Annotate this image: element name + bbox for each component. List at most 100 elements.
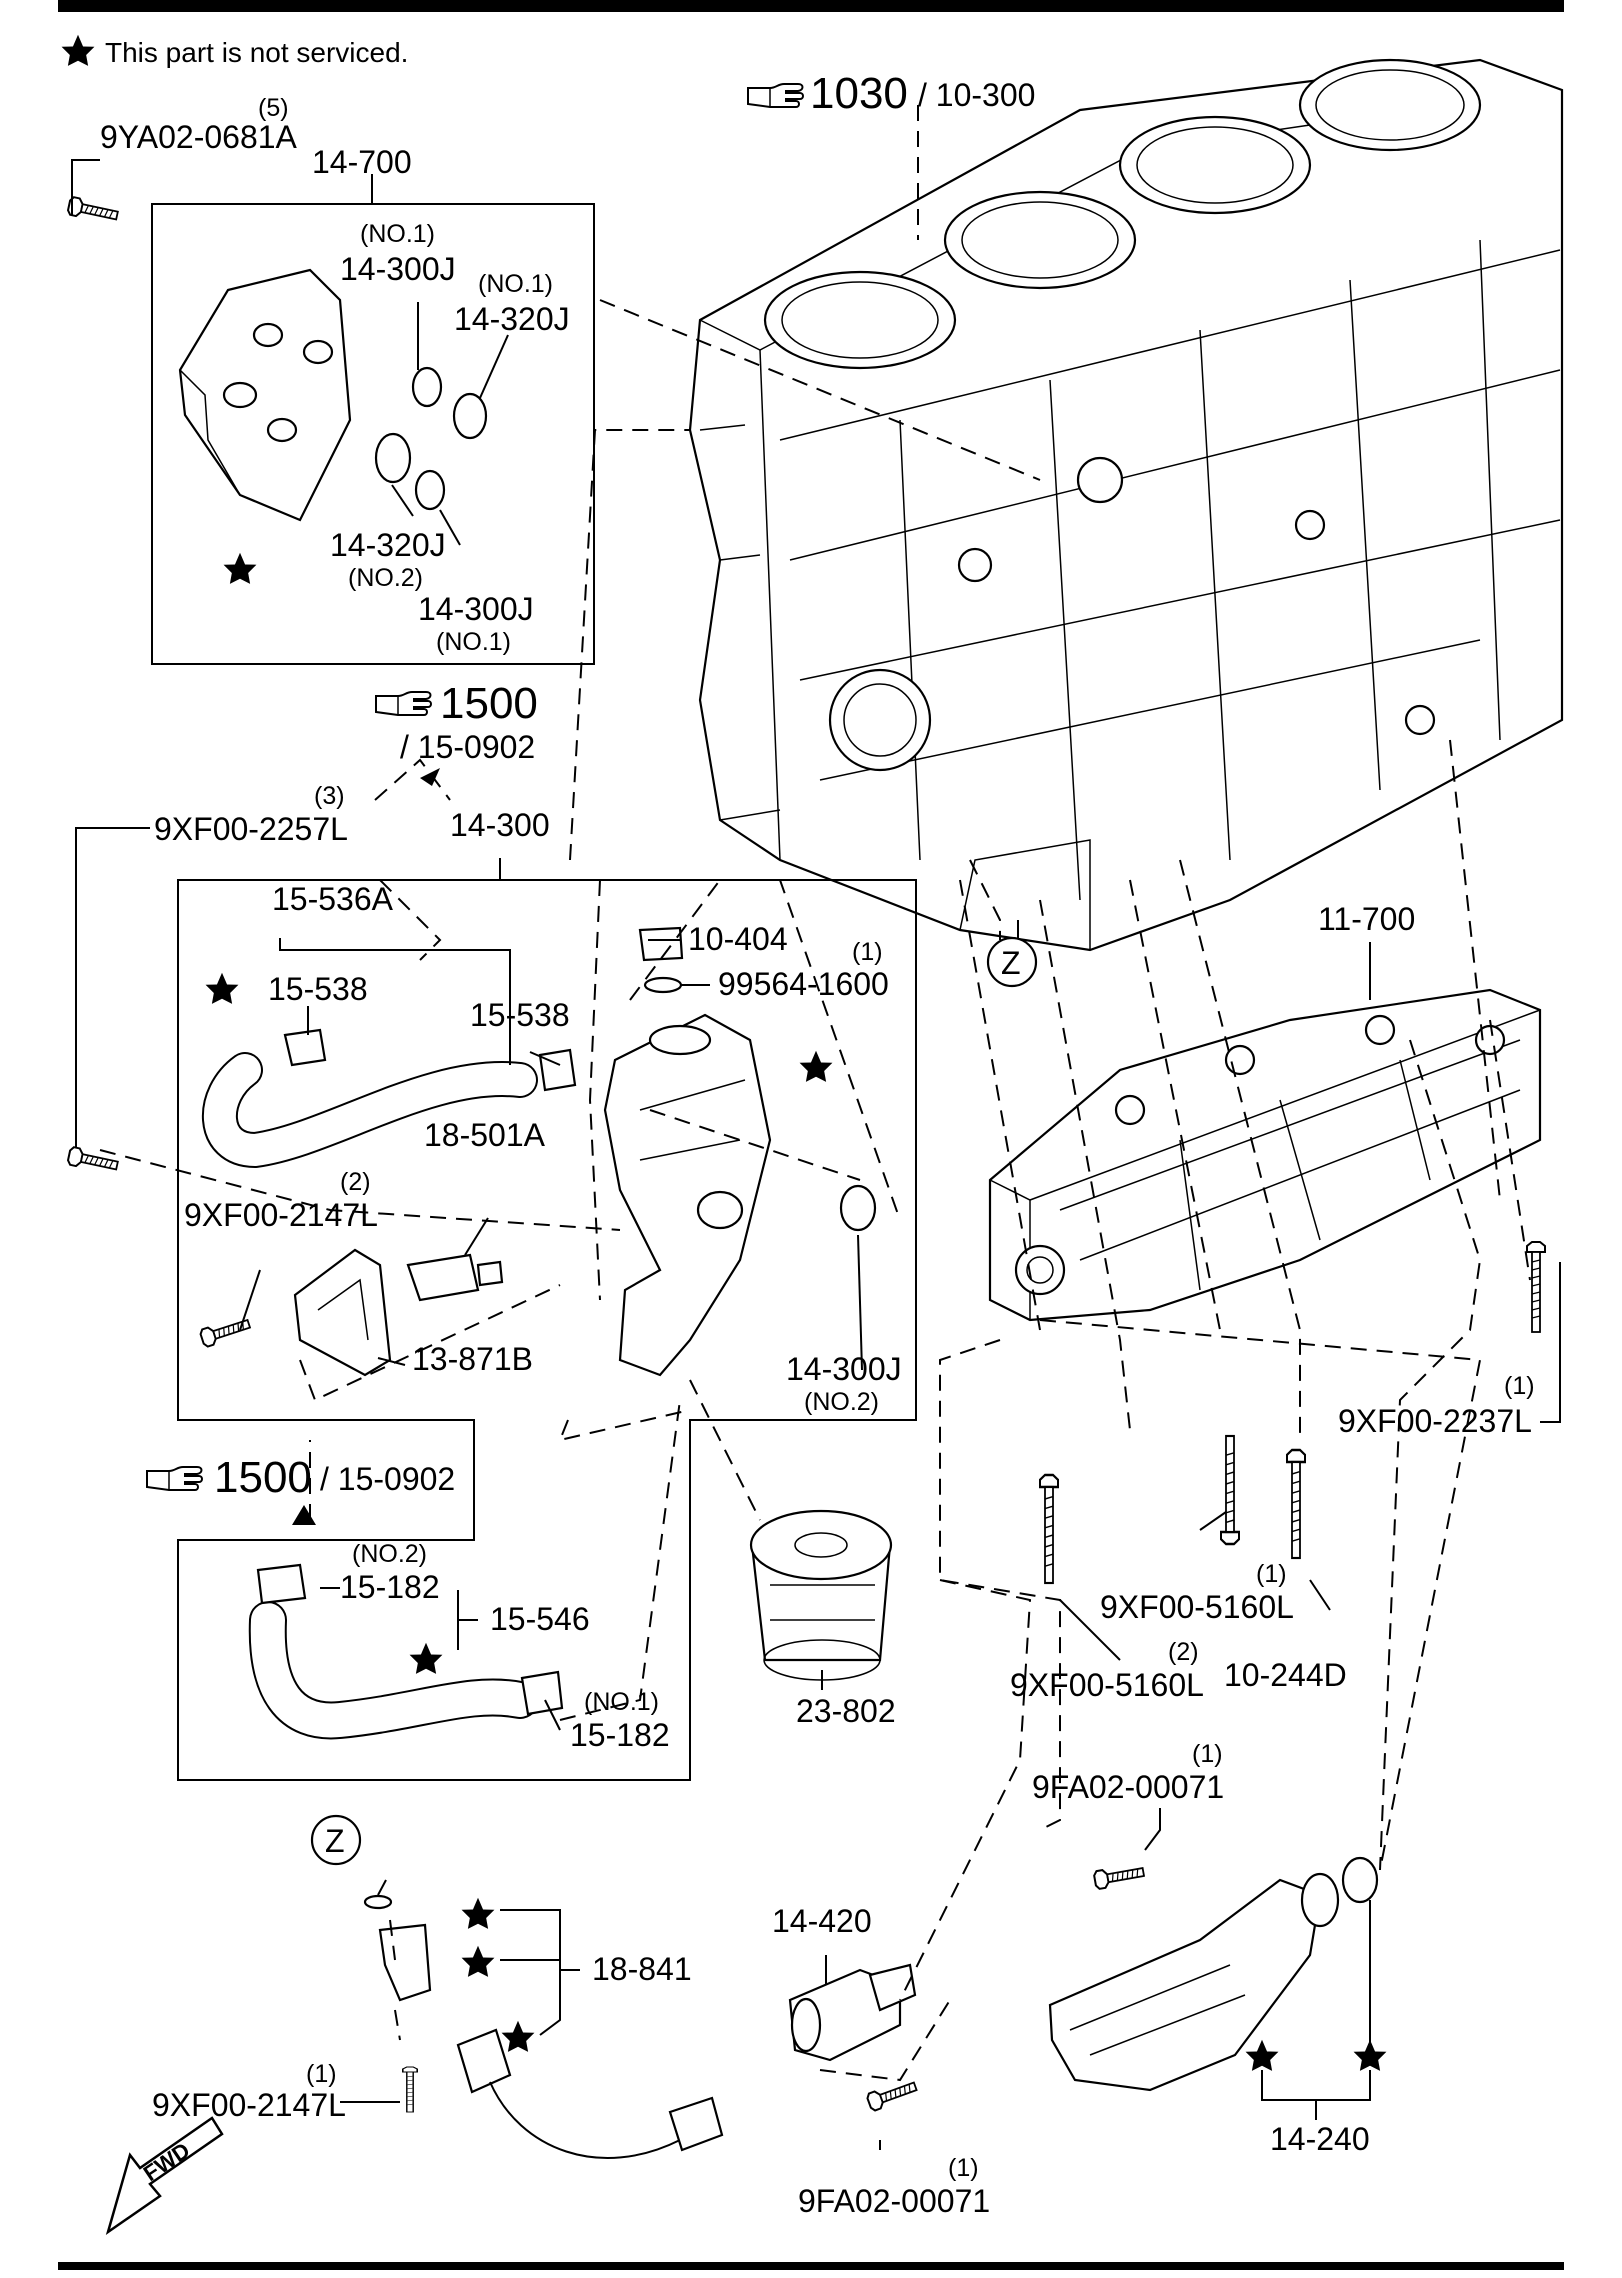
o-ring xyxy=(363,1894,393,1910)
label-14-300j-c-qty: (NO.2) xyxy=(804,1388,879,1416)
label-15-182-b-qty: (NO.1) xyxy=(584,1688,659,1716)
o-ring xyxy=(839,1184,877,1232)
label-9ya02-0681a: 9YA02-0681A xyxy=(100,119,298,155)
label-9xf00-2257l: 9XF00-2257L xyxy=(154,811,348,847)
fwd-arrow-icon: FWD xyxy=(105,2116,224,2236)
label-18-501a: 18-501A xyxy=(424,1117,546,1153)
bolt-icon xyxy=(1285,1448,1307,1560)
bolt-icon xyxy=(1038,1473,1060,1585)
oil-strainer-14-240 xyxy=(1048,1856,1387,2092)
o-ring xyxy=(643,976,683,994)
star-legend-note: This part is not serviced. xyxy=(105,37,408,68)
zone-circle-icon xyxy=(986,936,1038,988)
label-9xf00-5160l-a: 9XF00-5160L xyxy=(1100,1589,1294,1625)
bolt-icon xyxy=(1526,1241,1546,1333)
sensor-18-841 xyxy=(363,1894,724,2159)
label-9fa02-a-qty: (1) xyxy=(1192,1740,1223,1768)
group-box-14-300 xyxy=(177,879,917,1781)
leader-lines xyxy=(71,159,1561,2150)
star-icon xyxy=(409,1642,443,1674)
top-border-bar xyxy=(58,0,1564,12)
o-ring xyxy=(411,366,443,408)
label-14-300j-c: 14-300J xyxy=(786,1351,902,1387)
zone-circle-icon xyxy=(310,1814,362,1866)
star-icon xyxy=(205,972,239,1004)
label-9ya02-qty: (5) xyxy=(258,94,289,122)
label-14-320j-a-qty: (NO.1) xyxy=(478,270,553,298)
label-14-320j-b: 14-320J xyxy=(330,527,446,563)
label-10-244d: 10-244D xyxy=(1224,1657,1347,1693)
bolt-icon xyxy=(401,2066,419,2113)
ref-1500-a-main: 1500 xyxy=(440,679,538,728)
label-11-700: 11-700 xyxy=(1318,901,1415,937)
hose-clamp xyxy=(520,1670,564,1716)
pointing-hand-icon xyxy=(146,1466,203,1491)
label-14-420: 14-420 xyxy=(772,1903,872,1939)
o-ring xyxy=(414,469,446,511)
label-14-300j-b-qty: (NO.1) xyxy=(436,628,511,656)
label-9xf00-2147l-a-qty: (2) xyxy=(340,1168,371,1196)
bolt-icon xyxy=(865,2076,920,2113)
zone-label-top: Z xyxy=(1001,945,1021,981)
hose-15-546 xyxy=(250,1603,537,1738)
label-9xf00-5160l-b-qty: (2) xyxy=(1168,1638,1199,1666)
sensor-18-501a xyxy=(406,1253,480,1302)
star-icon xyxy=(501,2020,535,2052)
plug-10-404 xyxy=(638,926,684,962)
label-9xf00-2257l-qty: (3) xyxy=(314,782,345,810)
assembly-lines xyxy=(99,105,1531,2082)
label-9fa02-00071-b: 9FA02-00071 xyxy=(798,2183,990,2219)
ref-1500-b-sub: / 15-0902 xyxy=(320,1461,455,1497)
star-icon xyxy=(461,1897,495,1929)
oil-control-valve-14-420 xyxy=(788,1963,920,2113)
label-9xf00-5160l-b: 9XF00-5160L xyxy=(1010,1667,1204,1703)
label-15-536a: 15-536A xyxy=(272,881,394,917)
ref-1500-a-sub: / 15-0902 xyxy=(400,729,535,765)
bolt-icon xyxy=(1092,1862,1146,1891)
label-14-700: 14-700 xyxy=(312,144,412,180)
oil-filter-23-802 xyxy=(749,1509,893,1681)
bolt-icon xyxy=(1219,1434,1241,1546)
bolt-icon xyxy=(66,195,120,226)
label-18-841: 18-841 xyxy=(592,1951,692,1987)
hose-clamp xyxy=(283,1028,327,1067)
o-ring xyxy=(374,432,412,484)
bolt-icon xyxy=(66,1145,120,1176)
label-23-802: 23-802 xyxy=(796,1693,896,1729)
label-9xf00-2147l-a: 9XF00-2147L xyxy=(184,1197,378,1233)
label-14-300j-a-qty: (NO.1) xyxy=(360,220,435,248)
label-14-300: 14-300 xyxy=(450,807,550,843)
label-14-300j-b: 14-300J xyxy=(418,591,534,627)
o-ring xyxy=(452,392,488,440)
label-14-240: 14-240 xyxy=(1270,2121,1370,2157)
label-15-538-a: 15-538 xyxy=(268,971,368,1007)
ref-1030-sub: / 10-300 xyxy=(918,77,1035,113)
label-15-538-b: 15-538 xyxy=(470,997,570,1033)
label-14-300j-a: 14-300J xyxy=(340,251,456,287)
oil-filter-housing xyxy=(603,1013,772,1377)
oil-filter-housing-group xyxy=(66,879,917,1781)
label-9xf00-2237l-qty: (1) xyxy=(1504,1372,1535,1400)
label-15-182-a: 15-182 xyxy=(340,1569,440,1605)
label-9fa02-b-qty: (1) xyxy=(948,2154,979,2182)
oil-cooler xyxy=(178,268,352,522)
label-14-320j-b-qty: (NO.2) xyxy=(348,564,423,592)
hose-clamp xyxy=(538,1048,577,1092)
label-9xf00-5160l-a-qty: (1) xyxy=(1256,1560,1287,1588)
label-9xf00-2147l-b-qty: (1) xyxy=(306,2060,337,2088)
star-icon xyxy=(799,1050,833,1082)
hose-clamp xyxy=(256,1563,307,1605)
label-9xf00-2147l-b: 9XF00-2147L xyxy=(152,2087,346,2123)
star-icon xyxy=(1245,2039,1279,2071)
ref-1500-b-main: 1500 xyxy=(214,1453,312,1502)
pointing-hand-icon xyxy=(747,83,804,108)
star-icon xyxy=(61,34,95,66)
o-ring xyxy=(1341,1856,1379,1904)
label-15-182-b: 15-182 xyxy=(570,1717,670,1753)
label-9fa02-00071-a: 9FA02-00071 xyxy=(1032,1769,1224,1805)
label-9xf00-2237l: 9XF00-2237L xyxy=(1338,1403,1532,1439)
label-15-182-a-qty: (NO.2) xyxy=(352,1540,427,1568)
label-14-320j-a: 14-320J xyxy=(454,301,570,337)
label-13-871b: 13-871B xyxy=(412,1341,533,1377)
